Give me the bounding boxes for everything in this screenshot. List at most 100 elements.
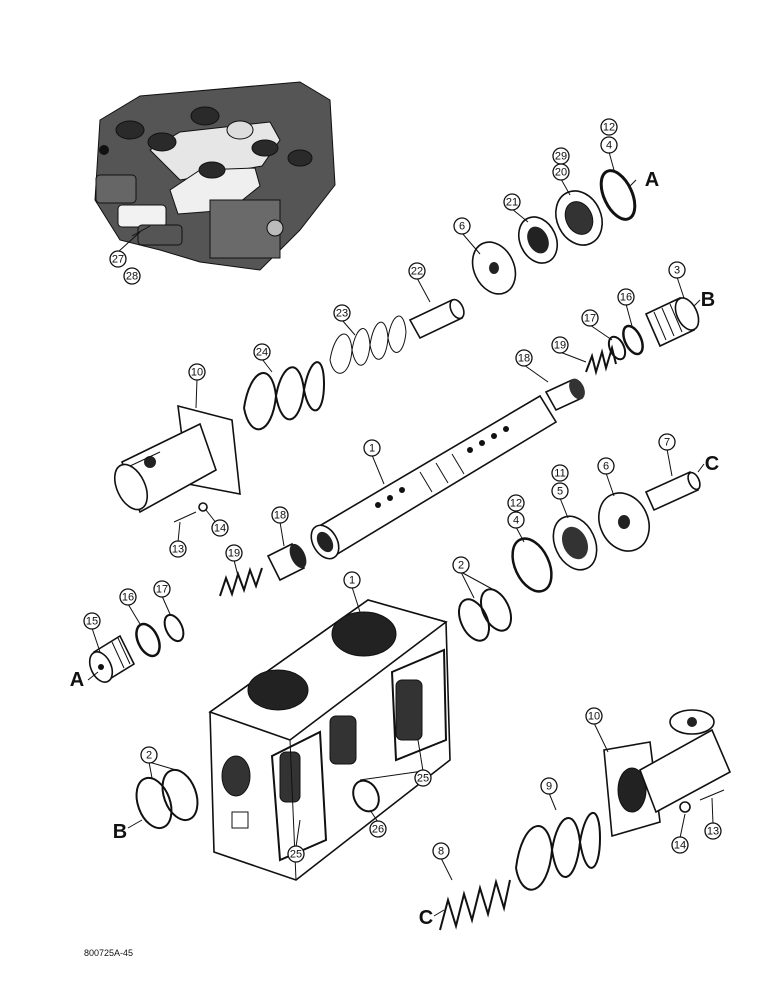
callout-label: 4 xyxy=(606,140,612,152)
callout-circle xyxy=(169,540,187,558)
callout-circle xyxy=(453,217,471,235)
callout-circle xyxy=(140,746,158,764)
callout-22: 22 xyxy=(408,262,426,280)
part-washer-14-lower xyxy=(679,801,691,813)
callout-label: 15 xyxy=(86,616,98,628)
callout-circle xyxy=(600,136,618,154)
callout-label: 3 xyxy=(674,265,680,277)
part-plunger-7 xyxy=(644,470,701,512)
callout-5: 5 xyxy=(551,482,569,500)
callout-circle xyxy=(109,250,127,268)
callout-18: 18 xyxy=(271,506,289,524)
callout-label: 22 xyxy=(411,266,423,278)
callout-circle xyxy=(333,304,351,322)
callout-circle xyxy=(271,506,289,524)
callout-label: 23 xyxy=(336,308,348,320)
callout-1: 1 xyxy=(363,439,381,457)
callout-label: 2 xyxy=(146,750,152,762)
callout-circle xyxy=(581,309,599,327)
part-seal-retainer-29-20 xyxy=(555,190,603,246)
callout-label: 28 xyxy=(126,271,138,283)
callout-10: 10 xyxy=(188,363,206,381)
part-oring-17-lower xyxy=(163,613,185,643)
callout-circle xyxy=(704,822,722,840)
callout-circle xyxy=(225,544,243,562)
part-spring-24 xyxy=(243,361,325,431)
callout-circle xyxy=(123,267,141,285)
callout-11: 11 xyxy=(551,464,569,482)
part-spring-9 xyxy=(515,812,601,891)
callout-label: 10 xyxy=(191,367,203,379)
part-oring-12-4-lower xyxy=(511,537,553,593)
callout-circle xyxy=(369,820,387,838)
callout-label: 6 xyxy=(459,221,465,233)
callout-14: 14 xyxy=(671,836,689,854)
callout-23: 23 xyxy=(333,304,351,322)
part-end-cap-10-lower xyxy=(603,709,732,838)
part-spring-seat-6-lower xyxy=(598,492,650,552)
callout-19: 19 xyxy=(225,544,243,562)
callout-label: 27 xyxy=(112,254,124,266)
part-collar-18-lower xyxy=(266,542,307,582)
part-spring-19-upper xyxy=(585,344,617,376)
part-spring-23 xyxy=(329,315,407,374)
callout-label: 8 xyxy=(438,846,444,858)
callout-18: 18 xyxy=(515,349,533,367)
callout-27: 27 xyxy=(109,250,127,268)
callout-circle xyxy=(552,163,570,181)
part-spring-seat-6-upper xyxy=(471,241,517,295)
part-washer-14-upper xyxy=(198,502,208,512)
callout-circle xyxy=(414,769,432,787)
callout-6: 6 xyxy=(597,457,615,475)
callout-label: 1 xyxy=(349,575,355,587)
callout-circle xyxy=(153,580,171,598)
callout-21: 21 xyxy=(503,193,521,211)
part-oring-2-lower-pair xyxy=(135,768,199,830)
callout-circle xyxy=(408,262,426,280)
callout-circle xyxy=(253,343,271,361)
callout-label: 18 xyxy=(274,510,286,522)
callout-circle xyxy=(540,777,558,795)
callout-2: 2 xyxy=(452,556,470,574)
callout-label: 12 xyxy=(603,122,615,134)
callout-4: 4 xyxy=(600,136,618,154)
part-spring-19-lower xyxy=(219,566,263,598)
callout-26: 26 xyxy=(369,820,387,838)
callout-label: 5 xyxy=(557,486,563,498)
callout-circle xyxy=(617,288,635,306)
callout-label: 16 xyxy=(620,292,632,304)
callout-circle xyxy=(363,439,381,457)
callout-circle xyxy=(597,457,615,475)
callout-label: 6 xyxy=(603,461,609,473)
callout-circle xyxy=(551,336,569,354)
valve-assembly-inset xyxy=(94,81,336,271)
part-spool-1 xyxy=(310,394,558,560)
part-end-cap-10-upper xyxy=(113,404,241,514)
callout-label: 13 xyxy=(172,544,184,556)
part-screw-13-upper xyxy=(173,511,197,523)
callout-circle xyxy=(671,836,689,854)
part-oring-2-upper-pair xyxy=(457,588,513,642)
callout-circle xyxy=(600,118,618,136)
callout-label: 17 xyxy=(156,584,168,596)
callout-10: 10 xyxy=(585,707,603,725)
part-screw-13-lower xyxy=(699,789,725,801)
part-oring-12-4-upper xyxy=(599,169,637,221)
callout-3: 3 xyxy=(668,261,686,279)
callout-17: 17 xyxy=(153,580,171,598)
part-plug-3 xyxy=(644,296,700,348)
callout-25: 25 xyxy=(287,845,305,863)
part-gasket-25-left xyxy=(270,730,328,862)
figure-code: 800725A-45 xyxy=(84,948,133,958)
callout-12: 12 xyxy=(507,494,525,512)
callout-label: 29 xyxy=(555,151,567,163)
callout-24: 24 xyxy=(253,343,271,361)
callout-label: 14 xyxy=(674,840,686,852)
part-valve-body-1 xyxy=(208,599,451,881)
callout-circle xyxy=(515,349,533,367)
callout-16: 16 xyxy=(119,588,137,606)
callout-circle xyxy=(432,842,450,860)
callout-circle xyxy=(668,261,686,279)
part-gasket-25-right xyxy=(390,648,448,762)
